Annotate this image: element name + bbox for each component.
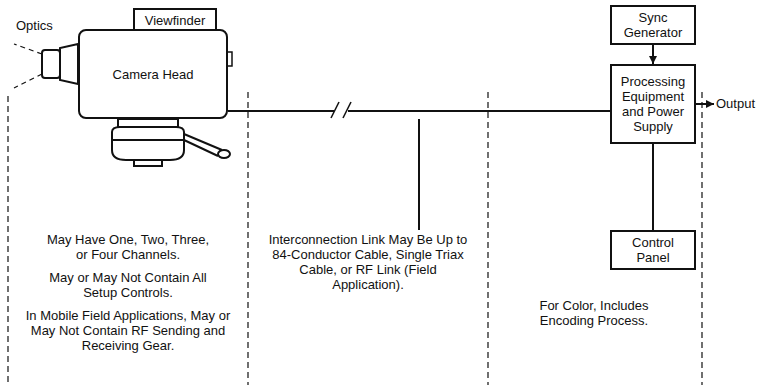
- control-panel-box: Control Panel: [610, 230, 696, 270]
- optics-label: Optics: [16, 18, 76, 33]
- section-divider: [8, 92, 702, 385]
- box-text: Camera Head: [113, 67, 194, 82]
- tripod-mount: [134, 160, 162, 166]
- connector-line: [652, 144, 654, 230]
- break-gap: [334, 100, 348, 120]
- note-text: For Color, Includes Encoding Process.: [524, 298, 664, 328]
- box-text: Sync Generator: [616, 10, 690, 40]
- lens-front: [42, 50, 60, 78]
- section-divider: [701, 92, 702, 385]
- box-text: Processing Equipment and Power Supply: [616, 74, 690, 134]
- box-text: Viewfinder: [145, 13, 205, 28]
- connector-line: [228, 110, 610, 112]
- pan-head: [112, 127, 184, 160]
- connector-line: [652, 45, 654, 64]
- section-divider: [7, 96, 8, 385]
- processing-box: Processing Equipment and Power Supply: [610, 64, 696, 144]
- output-label: Output: [716, 96, 758, 111]
- handle-grip: [218, 150, 230, 158]
- note-text: In Mobile Field Applications, May or May…: [22, 308, 234, 353]
- break-mark: [331, 100, 351, 120]
- pan-handle: [184, 134, 222, 156]
- break-stroke: [331, 102, 339, 118]
- output-arrow: [696, 103, 714, 105]
- sync-generator-box: Sync Generator: [610, 5, 696, 45]
- note-text: May Have One, Two, Three, or Four Channe…: [40, 232, 216, 262]
- break-stroke: [343, 102, 351, 118]
- lens-barrel: [60, 44, 78, 84]
- section-divider: [487, 92, 488, 385]
- connector-line: [418, 119, 420, 230]
- camera-head-box: Camera Head: [78, 29, 228, 119]
- tripod-head: [112, 119, 230, 166]
- lens: [14, 44, 78, 88]
- note-text: Interconnection Link May Be Up to 84-Con…: [266, 232, 470, 292]
- section-divider: [247, 92, 248, 385]
- note-text: May or May Not Contain All Setup Control…: [40, 270, 216, 300]
- pan-plate: [118, 119, 178, 127]
- view-cone: [14, 44, 42, 54]
- pan-seam: [112, 139, 184, 141]
- box-text: Control Panel: [616, 235, 690, 265]
- view-cone: [14, 74, 42, 88]
